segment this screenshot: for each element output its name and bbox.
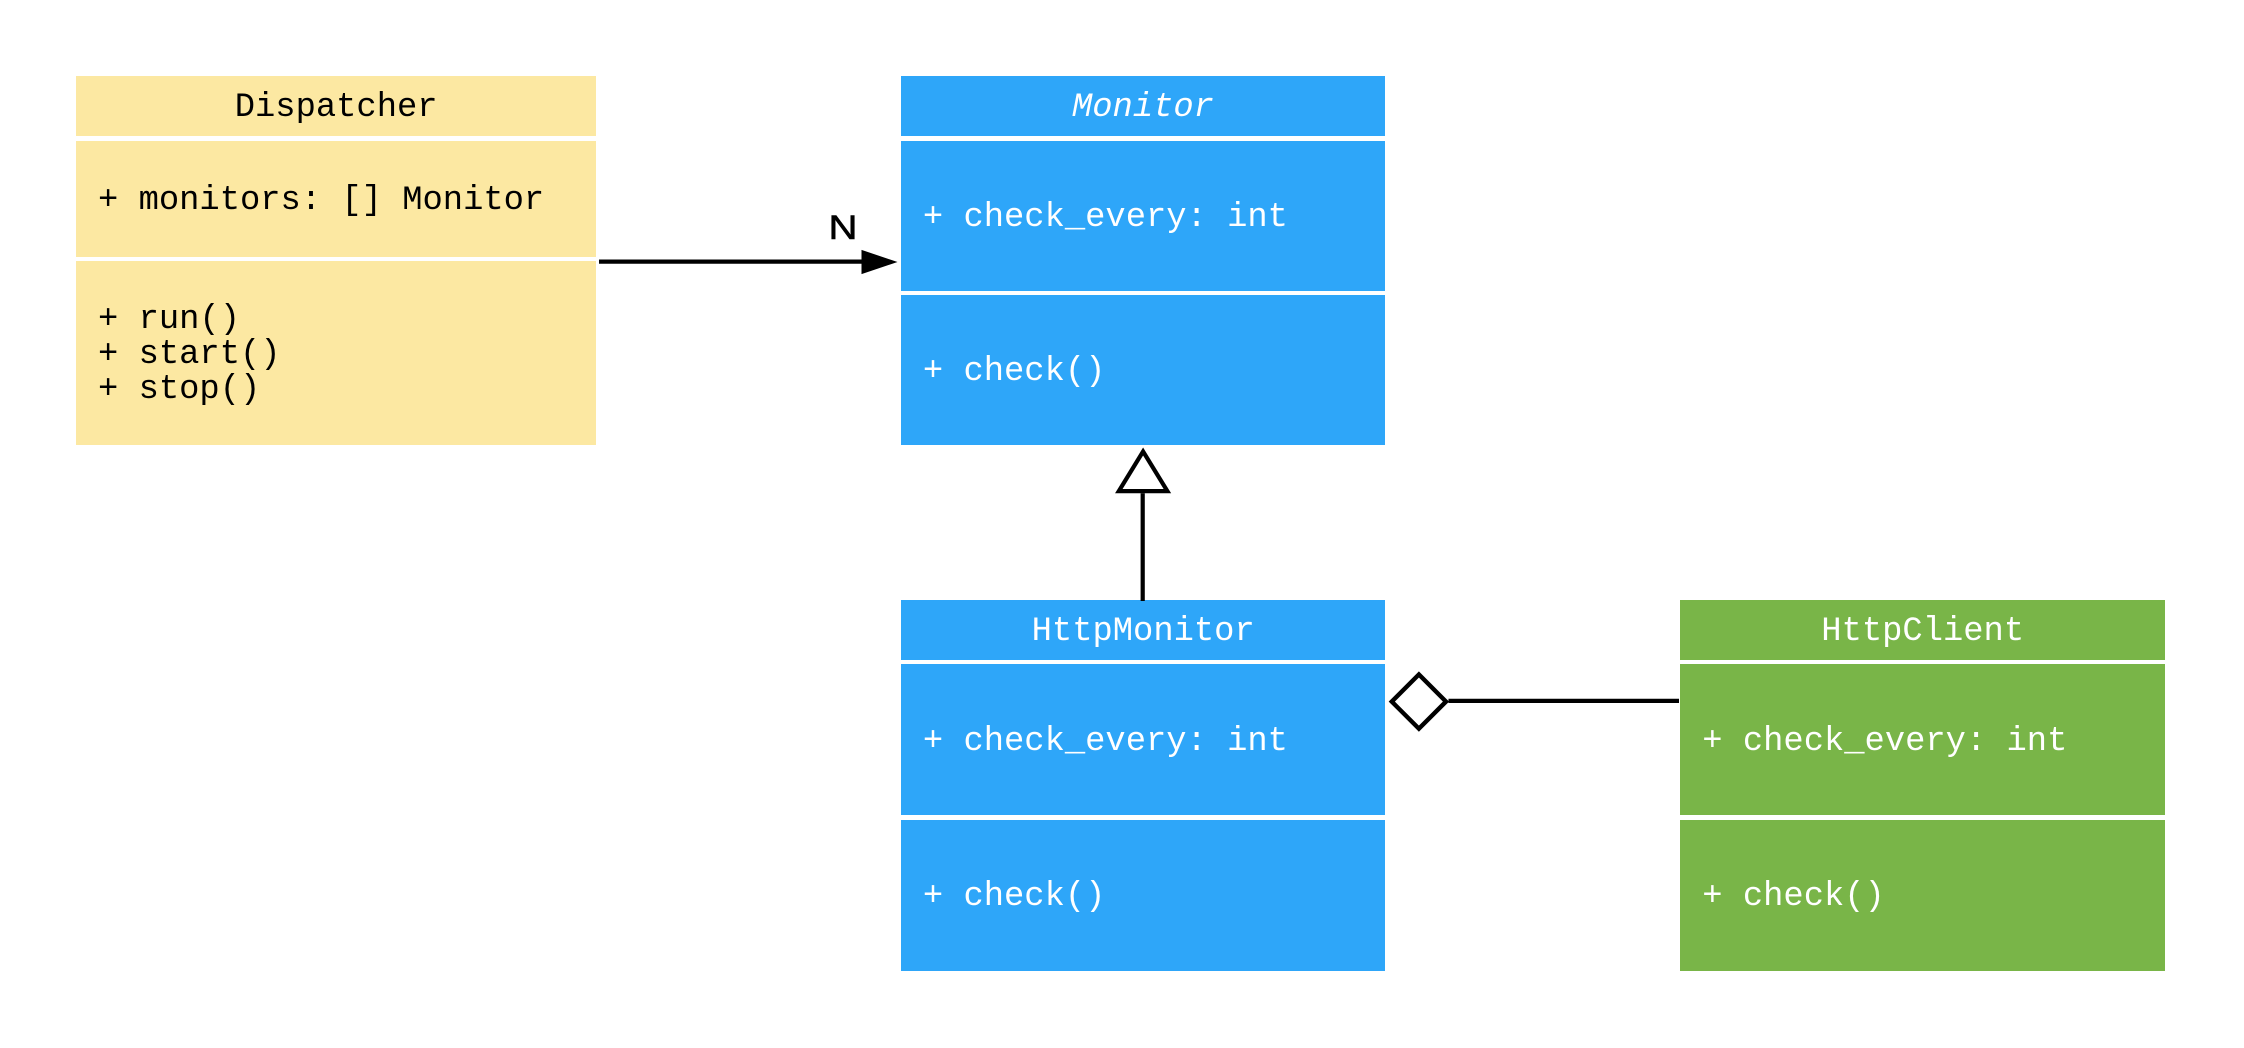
svg-text:N: N	[829, 209, 858, 247]
